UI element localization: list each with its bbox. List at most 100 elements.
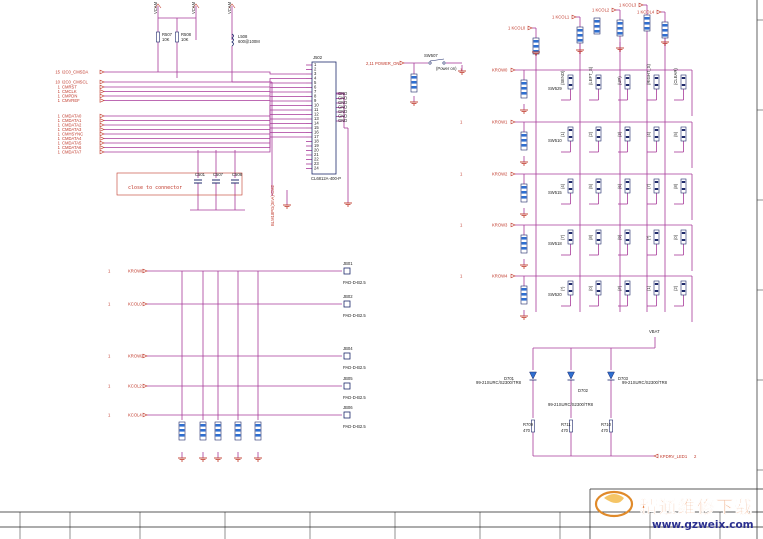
net-name: I2C0_CMSDA — [62, 69, 89, 74]
key-contact — [654, 77, 659, 79]
connector-pin-num: 13 — [314, 116, 319, 121]
key-contact — [568, 188, 573, 190]
key-switch-icon — [653, 229, 660, 245]
test-pad-icon — [343, 300, 351, 308]
net-arrow-icon — [510, 67, 516, 73]
diode-ref: D702 — [578, 388, 589, 393]
key-contact — [625, 84, 630, 86]
pad-fill — [200, 434, 206, 437]
key-switch-icon — [653, 280, 660, 296]
key-contact — [625, 129, 630, 131]
connector-pin-num: 2 — [314, 67, 317, 72]
camera-signal-wire — [104, 71, 306, 75]
vcc-arrow-icon — [154, 3, 162, 9]
vcc-label: VCAM — [227, 1, 232, 14]
diode-part: 99-21SURC/S2300/TR8 — [622, 380, 668, 385]
inductor-ref: L508 — [238, 34, 248, 39]
pad-fill — [617, 27, 623, 30]
key-contact — [654, 84, 659, 86]
led-r-val: 470 — [561, 428, 569, 433]
key-label: (2) — [588, 131, 593, 137]
diode-ref: D701 — [504, 376, 515, 381]
key-contact — [681, 136, 686, 138]
pad-fill — [255, 429, 261, 432]
net-arrow-icon — [611, 7, 617, 13]
pad-net: KCOL4 — [128, 412, 142, 417]
parts-layer — [99, 2, 687, 518]
net-name: CMHSYNC — [62, 131, 83, 136]
connector-pin-num: 23 — [314, 161, 319, 166]
net-num: 15 — [55, 69, 60, 74]
camera-signal-wire — [104, 118, 306, 135]
net-arrow-icon — [656, 9, 662, 15]
led-out-net: KPDRV_LED1 — [660, 454, 688, 459]
camera-signal-wire — [104, 87, 306, 92]
led-diode-icon — [529, 371, 537, 380]
net-arrow-icon — [99, 98, 105, 103]
pad-net-num: 1 — [108, 268, 111, 273]
key-label: (CLEAR) — [673, 68, 678, 85]
net-arrow-icon — [142, 353, 148, 359]
r-ref: R507 — [162, 32, 173, 37]
pad-part: PAD-D-B2.5 — [343, 395, 366, 400]
pad-net-num: 1 — [108, 383, 111, 388]
r-val: 10K — [181, 37, 189, 42]
row-part: SW518 — [548, 241, 562, 246]
key-contact — [596, 136, 601, 138]
net-arrow-icon — [99, 140, 105, 146]
net-arrow-icon — [638, 2, 644, 8]
key-switch-icon — [680, 229, 687, 245]
net-arrow-icon — [99, 127, 105, 132]
inductor-val: 600@100M — [238, 39, 260, 44]
key-switch-icon — [567, 229, 574, 245]
net-arrow-icon — [527, 25, 533, 31]
net-num: 1 — [58, 118, 61, 123]
key-contact — [596, 181, 601, 183]
key-contact — [681, 283, 686, 285]
pad-fill — [644, 17, 650, 20]
resistor-icon — [609, 419, 613, 433]
key-contact — [654, 129, 659, 131]
net-arrow-icon — [99, 93, 105, 99]
pad-net-num: 1 — [108, 412, 111, 417]
pad-fill — [594, 30, 600, 33]
pad-net: KCOL2 — [128, 383, 142, 388]
connector-pin-num: 4 — [314, 76, 317, 81]
pad-net-num: 1 — [108, 353, 111, 358]
key-switch-icon — [567, 280, 574, 296]
gnd-pin-label: GND — [338, 96, 347, 101]
pad-fill — [411, 76, 417, 79]
net-arrow-icon — [99, 84, 105, 90]
net-arrow-icon — [99, 136, 105, 141]
net-arrow-icon — [99, 69, 105, 75]
key-switch-icon — [680, 280, 687, 296]
key-switch-icon — [624, 280, 631, 296]
led-diode-icon — [567, 371, 575, 380]
key-contact — [568, 129, 573, 131]
key-contact — [654, 136, 659, 138]
net-arrow-icon — [142, 383, 148, 389]
net-arrow-icon — [142, 301, 148, 307]
pad-fill — [521, 298, 527, 301]
key-switch-icon — [595, 280, 602, 296]
connector-pin-num: 3 — [314, 71, 317, 76]
pad-net: KCOL0 — [128, 301, 142, 306]
gnd-pin-label: GND — [338, 118, 347, 123]
pad-fill — [533, 45, 539, 48]
pad-fill — [521, 144, 527, 147]
camera-connector-box — [311, 61, 337, 175]
key-switch-icon — [680, 126, 687, 142]
key-label: (3) — [617, 131, 622, 137]
key-switch-icon — [653, 178, 660, 194]
connector-pin-num: 17 — [314, 134, 319, 139]
key-contact — [625, 77, 630, 79]
inductor-icon — [231, 33, 234, 47]
key-label: (*) — [560, 286, 565, 291]
diode-part: 99-21SURC/S2300/TR8 — [476, 380, 522, 385]
camera-signal-wire — [104, 109, 306, 126]
test-pad-icon — [343, 382, 351, 390]
key-contact — [625, 188, 630, 190]
net-name: CMDATA2 — [62, 122, 82, 127]
connector-ref: J502 — [313, 55, 323, 60]
net-name: I2C0_CMSCL — [62, 79, 89, 84]
